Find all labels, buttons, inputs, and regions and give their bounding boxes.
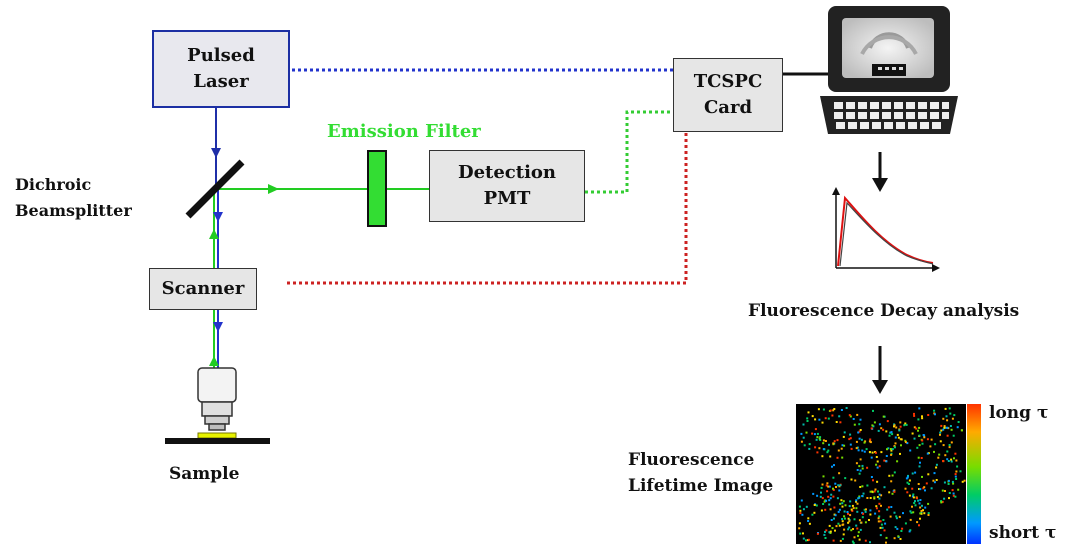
lifetime-image-label: Fluorescence Lifetime Image (628, 450, 774, 496)
arrow-down-icon (872, 152, 888, 192)
sample-stage (165, 438, 270, 444)
emission-filter-icon (367, 150, 387, 227)
tcspc-card-box: TCSPC Card (673, 58, 783, 132)
pulsed-laser-box: Pulsed Laser (152, 30, 290, 108)
dichroic-mirror-icon (185, 159, 245, 219)
decay-curve-icon (832, 187, 940, 272)
lifetime-colorbar (967, 404, 981, 544)
emission-beam-arrow-right (268, 184, 279, 194)
short-tau-label: short τ (989, 523, 1057, 543)
emission-beam-arrow-up-1 (209, 229, 219, 239)
decay-analysis-label: Fluorescence Decay analysis (748, 301, 1020, 321)
emission-beam-arrow-up-2 (209, 356, 219, 366)
scanner-box: Scanner (149, 268, 257, 310)
emission-beam-arrow-down-1 (213, 212, 223, 222)
laser-beam-arrow (211, 148, 221, 158)
detection-pmt-box: Detection PMT (429, 150, 585, 222)
sample-droplet (197, 432, 237, 439)
detector-signal-link (585, 110, 673, 194)
sample-label: Sample (169, 464, 240, 484)
computer-icon (820, 6, 958, 134)
dichroic-label: Dichroic Beamsplitter (15, 175, 132, 220)
emission-filter-label: Emission Filter (327, 121, 481, 142)
arrow-down-icon (872, 346, 888, 394)
scanner-signal-link (287, 132, 688, 285)
long-tau-label: long τ (989, 403, 1049, 423)
emission-beam-arrow-down-2 (213, 322, 223, 332)
objective-lens-icon (197, 367, 237, 431)
lifetime-image-icon (796, 404, 981, 544)
